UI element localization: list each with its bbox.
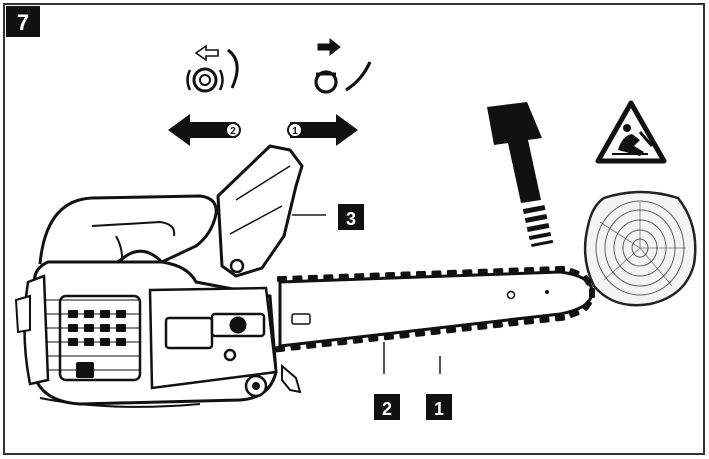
- chain-link-nose-3: [582, 300, 592, 311]
- direction-badge-right: 1: [292, 126, 298, 137]
- saw-chain: [274, 265, 595, 353]
- direction-arrow-right: 1: [287, 114, 358, 146]
- chain-link-top-14: [493, 268, 504, 275]
- chain-link-top-1: [292, 275, 303, 282]
- chain-link-top-10: [431, 270, 442, 277]
- brake-release-icon: [186, 44, 239, 93]
- chain-link-top-13: [477, 268, 488, 275]
- chain-link-nose-4: [568, 309, 580, 318]
- chain-link-top-16: [524, 266, 535, 274]
- chain-link-bottom-16: [305, 342, 317, 349]
- chain-link-top-17: [539, 266, 550, 273]
- chain-link-bottom-15: [321, 340, 332, 348]
- callout-1: 1: [426, 394, 452, 420]
- chain-link-top-0: [276, 275, 288, 283]
- chain-link-top-4: [338, 273, 349, 280]
- chain-link-bottom-5: [477, 323, 488, 330]
- chain-link-bottom-14: [337, 338, 348, 346]
- callout-2: 2: [374, 394, 400, 420]
- chain-link-bottom-6: [461, 324, 472, 332]
- callout-3-label: 3: [346, 209, 356, 229]
- chain-link-bottom-4: [492, 321, 503, 329]
- chain-link-nose-1: [582, 275, 592, 286]
- chain-link-top-12: [462, 269, 473, 276]
- chain-link-nose-0: [568, 268, 580, 277]
- chain-link-top-6: [369, 272, 380, 279]
- chain-link-top-5: [354, 273, 365, 280]
- chain-link-bottom-13: [352, 337, 363, 344]
- chain-link-bottom-1: [539, 316, 550, 324]
- chain-link-top-9: [415, 270, 427, 278]
- chain-link-top-8: [400, 271, 411, 278]
- direction-badge-left: 2: [230, 126, 236, 137]
- callout-1-label: 1: [434, 399, 444, 419]
- chain-link-top-11: [446, 269, 457, 277]
- chain-link-top-2: [307, 274, 318, 282]
- figure-number: 7: [17, 10, 29, 35]
- brake-engage-icon: [314, 37, 372, 94]
- chain-link-top-18: [554, 265, 566, 273]
- log-icon: [583, 190, 697, 307]
- chain-link-bottom-0: [554, 314, 566, 322]
- callout-3: 3: [338, 204, 364, 230]
- chain-link-bottom-17: [290, 343, 301, 351]
- chain-link-bottom-8: [430, 328, 441, 336]
- chain-link-top-3: [323, 274, 334, 281]
- chain-link-top-15: [508, 267, 519, 274]
- chain-link-bottom-18: [274, 345, 286, 353]
- warning-triangle-icon: [595, 100, 667, 164]
- chain-link-bottom-2: [523, 318, 535, 325]
- chain-link-bottom-9: [414, 330, 426, 337]
- chain-link-bottom-10: [399, 331, 410, 339]
- chain-brake-guard: [216, 144, 304, 278]
- chain-link-bottom-12: [368, 335, 379, 343]
- chain-link-nose-2: [589, 288, 595, 298]
- chain-link-top-7: [385, 271, 396, 279]
- chainsaw-body: [14, 194, 302, 408]
- figure-number-badge: 7: [6, 6, 40, 37]
- chain-link-bottom-3: [508, 319, 519, 327]
- callout-2-label: 2: [382, 399, 392, 419]
- chain-link-bottom-11: [383, 333, 395, 341]
- cutting-direction-arrow: [487, 102, 554, 248]
- direction-arrow-left: 2: [168, 114, 241, 146]
- chain-link-bottom-7: [445, 326, 457, 334]
